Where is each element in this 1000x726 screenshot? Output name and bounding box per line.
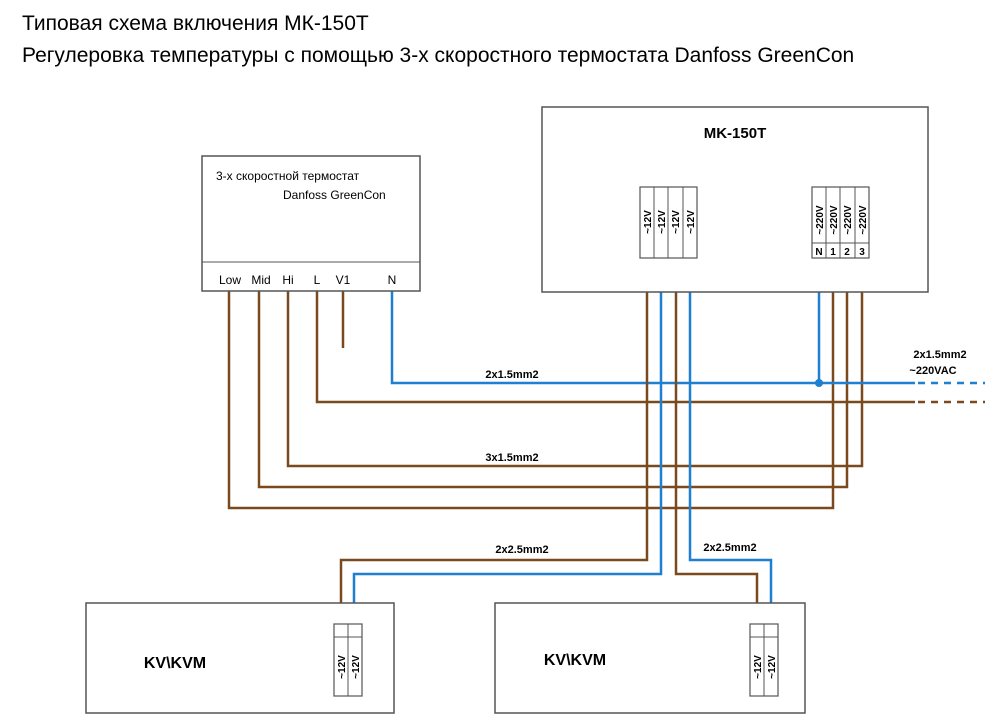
- controller-terminal-number: 2: [844, 247, 850, 258]
- unit-12v-label: ~12V: [337, 655, 348, 679]
- wire-right-unit-brown: [674, 258, 759, 624]
- page-title: Типовая схема включения МК-150Т: [22, 12, 369, 35]
- cable-label-supply: 2x1.5mm2: [913, 349, 966, 361]
- wire-l: [315, 291, 915, 404]
- controller-12v-label: ~12V: [643, 210, 654, 234]
- controller-220v-label: ~220V: [843, 205, 854, 235]
- unit-terminal-block-right: ~12V ~12V: [749, 623, 779, 697]
- controller-220v-label: ~220V: [815, 205, 826, 235]
- wire-left-unit-brown: [339, 258, 649, 624]
- thermostat-title: 3-х скоростной термостат: [216, 169, 360, 183]
- controller-terminal-number: 3: [859, 247, 865, 258]
- unit-terminal-block-left: ~12V ~12V: [333, 623, 363, 697]
- wire-mid: [257, 268, 849, 489]
- cable-label-left-unit: 2x2.5mm2: [495, 544, 548, 556]
- terminal-label-hi: Hi: [282, 273, 293, 287]
- thermostat-brand: Danfoss GreenCon: [283, 188, 386, 202]
- terminal-label-n: N: [388, 273, 397, 287]
- controller-name: MK-150T: [704, 125, 767, 142]
- supply-voltage-label: ~220VAC: [909, 365, 956, 377]
- wire-low: [227, 268, 835, 510]
- cable-label-right-unit: 2x2.5mm2: [703, 542, 756, 554]
- unit-12v-label: ~12V: [351, 655, 362, 679]
- controller-terminal-number: 1: [830, 247, 836, 258]
- page-subtitle: Регулеровка температуры с помощью 3-х ск…: [22, 44, 855, 67]
- unit-12v-label: ~12V: [753, 655, 764, 679]
- unit-12v-label: ~12V: [767, 655, 778, 679]
- wire-left-unit-blue: [352, 258, 663, 624]
- terminal-label-low: Low: [219, 273, 241, 287]
- controller-terminal-number: N: [815, 247, 822, 258]
- controller-12v-terminal-block: ~12V ~12V ~12V ~12V: [639, 186, 698, 259]
- cable-label-speeds: 3x1.5mm2: [485, 452, 538, 464]
- unit-name-left: KV\KVM: [144, 655, 206, 672]
- controller-12v-label: ~12V: [671, 210, 682, 234]
- unit-name-right: KV\KVM: [544, 652, 606, 669]
- controller-12v-label: ~12V: [657, 210, 668, 234]
- controller-220v-label: ~220V: [829, 205, 840, 235]
- controller-220v-terminal-block: ~220V ~220V ~220V ~220V N 1 2 3: [811, 186, 870, 259]
- terminal-label-mid: Mid: [251, 273, 270, 287]
- terminal-label-v1: V1: [336, 273, 351, 287]
- terminal-label-l: L: [314, 273, 321, 287]
- thermostat-box: [201, 155, 421, 292]
- controller-220v-label: ~220V: [858, 205, 869, 235]
- junction-dot: [815, 379, 823, 387]
- wire-right-unit-blue: [688, 258, 773, 624]
- controller-12v-label: ~12V: [686, 210, 697, 234]
- cable-label-neutral: 2x1.5mm2: [485, 369, 538, 381]
- wire-hi: [286, 268, 864, 468]
- wire-n: [390, 291, 915, 385]
